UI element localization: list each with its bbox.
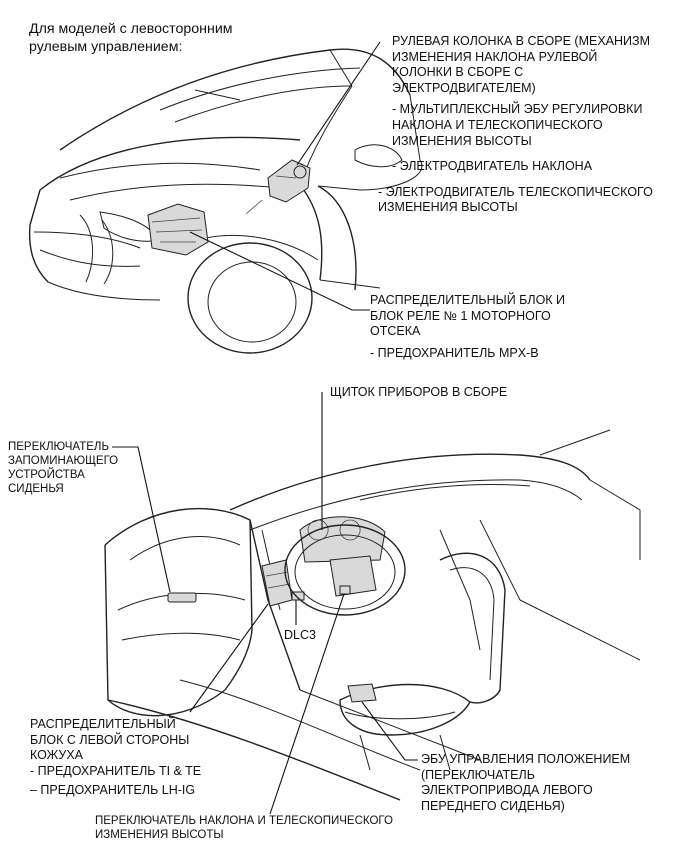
label-dlc3: DLC3	[284, 628, 316, 642]
label-steering-column: РУЛЕВАЯ КОЛОНКА В СБОРЕ (МЕХАНИЗМ ИЗМЕНЕ…	[378, 34, 653, 216]
leader-position-ecu	[361, 701, 418, 761]
label-tilt-tele-switch: ПЕРЕКЛЮЧАТЕЛЬ НАКЛОНА И ТЕЛЕСКОПИЧЕСКОГО…	[95, 815, 393, 841]
label-cowl-junction-block: РАСПРЕДЕЛИТЕЛЬНЫЙ БЛОК С ЛЕВОЙ СТОРОНЫ К…	[30, 717, 202, 798]
leader-engine-relay-block	[189, 231, 370, 311]
label-engine-relay-block: РАСПРЕДЕЛИТЕЛЬНЫЙ БЛОК И БЛОК РЕЛЕ № 1 М…	[370, 293, 566, 360]
leader-steering-column	[296, 41, 381, 166]
intro-line: Для моделей с левосторонним	[29, 21, 233, 37]
label-item-tilt-motor: - ЭЛЕКТРОДВИГАТЕЛЬ НАКЛОНА	[392, 159, 593, 174]
label-seat-memory-switch: ПЕРЕКЛЮЧАТЕЛЬ ЗАПОМИНАЮЩЕГО УСТРОЙСТВА С…	[8, 441, 119, 495]
intro-note: Для моделей с левосторонним рулевым упра…	[29, 20, 233, 56]
label-item-mpx-b-fuse: - ПРЕДОХРАНИТЕЛЬ MPX-B	[370, 345, 539, 360]
leader-cowl-junction-block	[189, 603, 269, 713]
label-item-lh-ig-fuse: – ПРЕДОХРАНИТЕЛЬ LH-IG	[30, 783, 196, 798]
leader-seat-memory-switch	[112, 446, 171, 593]
label-line: РУЛЕВАЯ КОЛОНКА В СБОРЕ (МЕХАНИЗМ	[392, 34, 650, 48]
car-interior-illustration	[104, 429, 641, 801]
label-instrument-cluster: ЩИТОК ПРИБОРОВ В СБОРЕ	[330, 385, 508, 399]
label-item-tele-motor: - ЭЛЕКТРОДВИГАТЕЛЬ ТЕЛЕСКОПИЧЕСКОГО ИЗМЕ…	[378, 184, 653, 215]
car-exterior-illustration	[28, 48, 423, 354]
label-item-ti-te-fuse: - ПРЕДОХРАНИТЕЛЬ TI & TE	[30, 763, 202, 778]
label-item-multiplex-ecu: - МУЛЬТИПЛЕКСНЫЙ ЭБУ РЕГУЛИРОВКИ НАКЛОНА…	[392, 102, 643, 148]
label-position-ecu: ЭБУ УПРАВЛЕНИЯ ПОЛОЖЕНИЕМ (ПЕРЕКЛЮЧАТЕЛЬ…	[421, 752, 631, 813]
label-line: ЭЛЕКТРОДВИГАТЕЛЕМ)	[392, 80, 536, 95]
intro-line: рулевым управлением:	[29, 39, 183, 55]
label-line: ИЗМЕНЕНИЯ НАКЛОНА РУЛЕВОЙ	[392, 49, 598, 64]
label-line: КОЛОНКИ В СБОРЕ С	[392, 65, 524, 80]
leader-tilt-tele-switch	[269, 593, 345, 815]
